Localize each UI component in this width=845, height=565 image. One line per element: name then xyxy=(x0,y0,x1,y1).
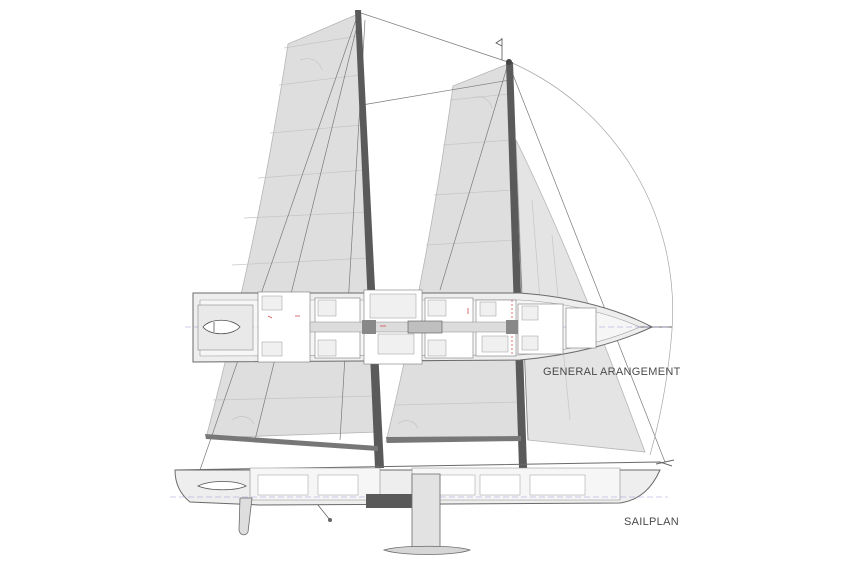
main-sail xyxy=(205,13,379,439)
masthead-flag-icon xyxy=(495,38,503,60)
sails xyxy=(205,13,646,453)
rudder xyxy=(238,497,253,536)
sailplan-label: SAILPLAN xyxy=(624,516,679,528)
tender-icon xyxy=(202,319,241,335)
keel-bulb xyxy=(382,545,472,555)
jib-sail xyxy=(515,139,646,453)
sailplan-hull-profile xyxy=(170,459,675,555)
swing-arc xyxy=(509,61,674,456)
booms xyxy=(205,434,521,451)
general-arrangement-label: GENERAL ARANGEMENT xyxy=(543,366,681,378)
fore-mast xyxy=(506,62,527,468)
fore-sail xyxy=(385,63,521,443)
general-arrangement-plan xyxy=(185,289,672,365)
keel xyxy=(411,473,441,549)
